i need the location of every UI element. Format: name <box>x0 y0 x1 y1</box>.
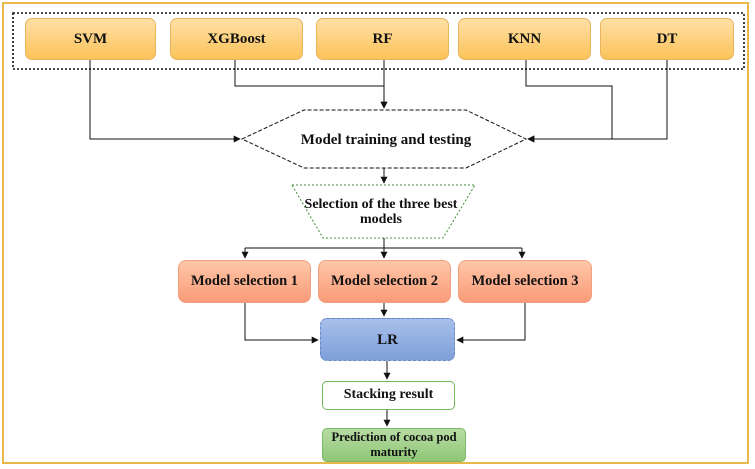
arrow-svm-to-training <box>89 60 241 143</box>
model-selection-2: Model selection 2 <box>318 260 451 303</box>
arrow-model-selection-1-to-lr <box>244 303 319 344</box>
algorithm-xgboost: XGBoost <box>170 18 303 60</box>
selection-trapezoid <box>291 184 476 239</box>
training-label: Model training and testing <box>300 131 472 148</box>
algorithm-rf: RF <box>316 18 449 60</box>
arrow-knn-to-training <box>525 60 613 143</box>
selection-label: Selection of the three best models <box>304 196 458 227</box>
prediction-result: Prediction of cocoa pod maturity <box>322 428 466 462</box>
algorithm-svm: SVM <box>25 18 156 60</box>
stacking-result: Stacking result <box>322 381 455 410</box>
algorithms-group-border <box>12 12 745 70</box>
diagram-border <box>2 2 749 464</box>
arrow-model-selection-3-to-lr <box>456 303 526 344</box>
algorithm-dt: DT <box>600 18 734 60</box>
training-hexagon <box>240 109 528 169</box>
lr-meta-learner: LR <box>320 318 455 361</box>
arrow-xgboost-to-training <box>234 60 388 109</box>
model-selection-3: Model selection 3 <box>458 260 592 303</box>
arrow-dt-to-training <box>527 60 668 143</box>
algorithm-knn: KNN <box>458 18 591 60</box>
model-selection-1: Model selection 1 <box>178 260 311 303</box>
